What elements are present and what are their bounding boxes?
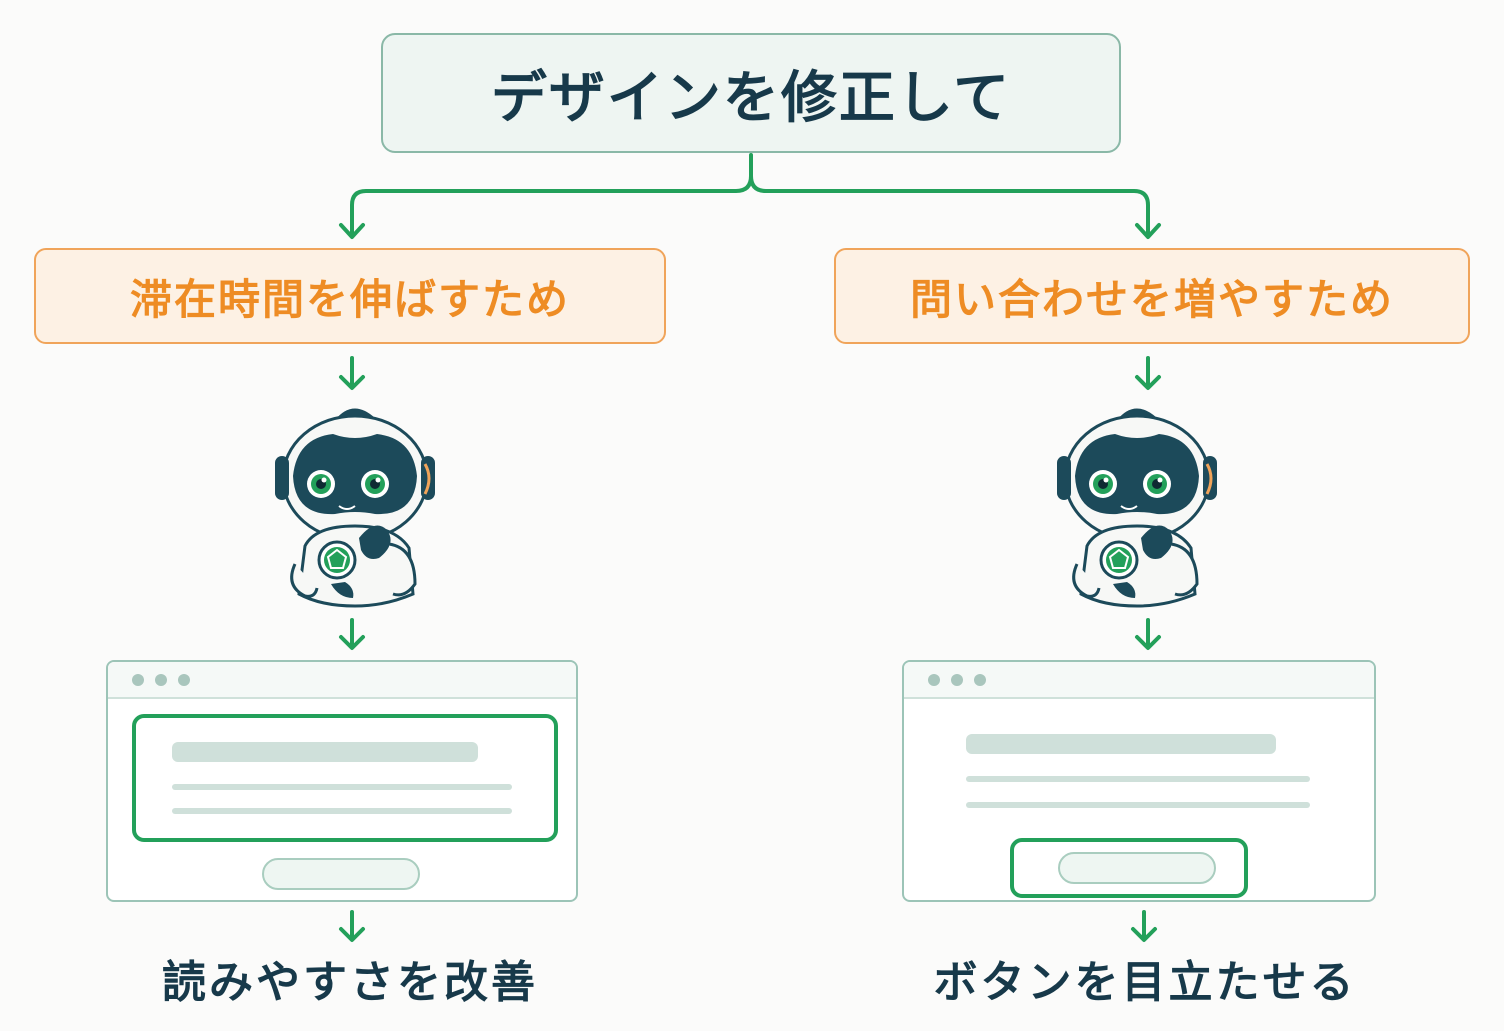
window-dot-icon — [155, 674, 167, 686]
button-highlight-frame — [1010, 838, 1248, 898]
button-placeholder — [262, 858, 420, 890]
browser-titlebar — [108, 662, 576, 699]
browser-titlebar — [904, 662, 1374, 699]
result-label-left: 読みやすさを改善 — [60, 948, 640, 1008]
branch-connector — [350, 153, 753, 238]
heading-placeholder — [966, 734, 1276, 754]
robot-thinking-icon — [1057, 408, 1217, 608]
text-line-placeholder — [172, 784, 512, 790]
text-line-placeholder — [966, 776, 1310, 782]
branch-connector — [749, 174, 1150, 238]
arrow-head — [1131, 927, 1157, 942]
result-text-right: ボタンを目立たせる — [933, 957, 1357, 1008]
reason-label-left: 滞在時間を伸ばすため — [129, 274, 570, 324]
text-line-placeholder — [966, 802, 1310, 808]
arrow-head — [339, 927, 365, 942]
reason-box-right: 問い合わせを増やすため — [834, 248, 1470, 344]
heading-placeholder — [172, 742, 478, 762]
window-dot-icon — [928, 674, 940, 686]
result-text-left: 読みやすさを改善 — [162, 957, 538, 1008]
top-request-label: デザインを修正して — [490, 65, 1012, 131]
robot-thinking-icon — [275, 408, 435, 608]
browser-mockup-right — [902, 660, 1376, 902]
reason-box-left: 滞在時間を伸ばすため — [34, 248, 666, 344]
window-dot-icon — [178, 674, 190, 686]
arrow-head — [339, 223, 365, 239]
arrow-head — [339, 635, 365, 650]
arrow-head — [1135, 223, 1161, 239]
reason-label-right: 問い合わせを増やすため — [909, 274, 1394, 324]
arrow-head — [1135, 375, 1161, 390]
browser-mockup-left — [106, 660, 578, 902]
window-dot-icon — [974, 674, 986, 686]
result-label-right: ボタンを目立たせる — [850, 948, 1440, 1008]
button-placeholder — [1058, 852, 1216, 884]
arrow-head — [339, 375, 365, 390]
content-highlight-frame — [132, 714, 558, 842]
window-dot-icon — [951, 674, 963, 686]
window-dot-icon — [132, 674, 144, 686]
text-line-placeholder — [172, 808, 512, 814]
arrow-head — [1135, 635, 1161, 650]
top-request-box: デザインを修正して — [381, 33, 1121, 153]
